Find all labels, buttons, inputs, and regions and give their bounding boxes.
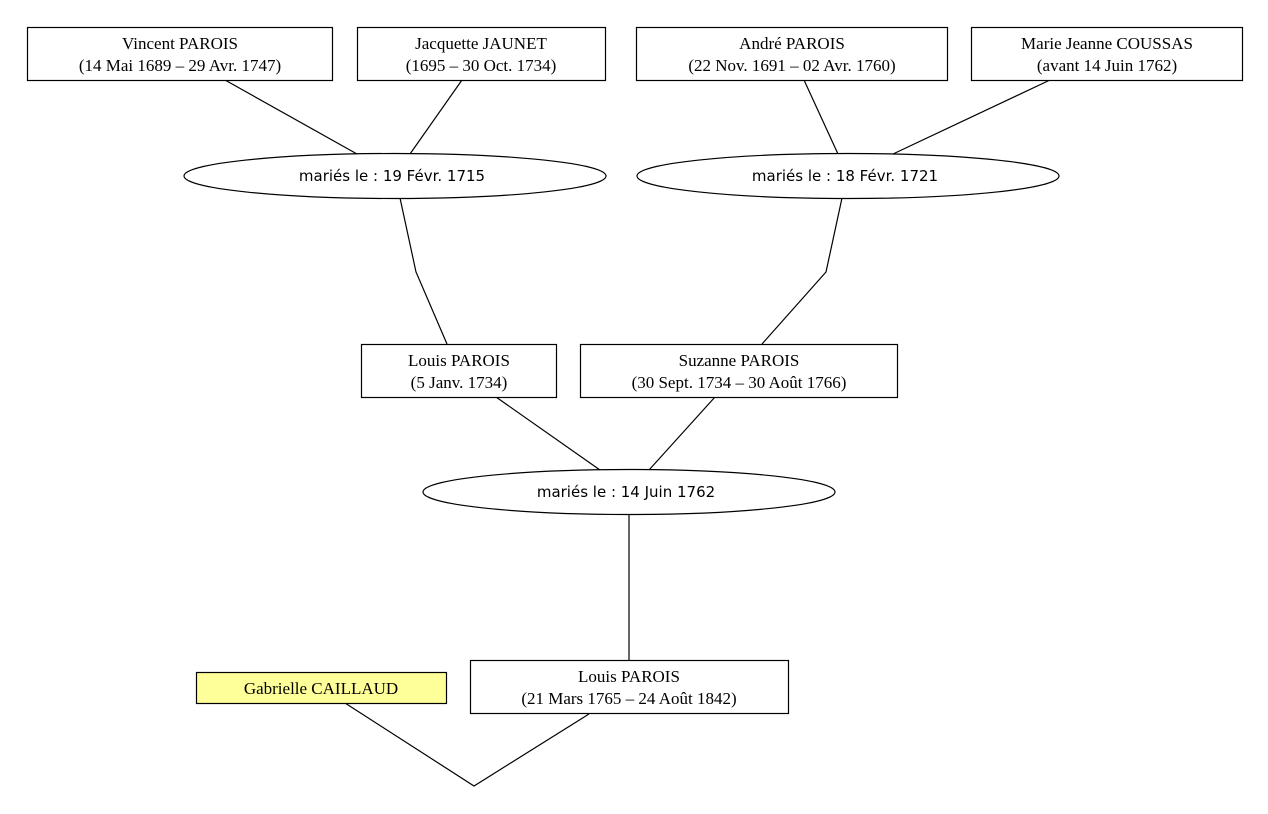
person-dates: (5 Janv. 1734) <box>411 373 508 392</box>
person-gabrielle-caillaud[interactable]: Gabrielle CAILLAUD <box>195 671 448 705</box>
edge-jacquette-m1715 <box>409 79 463 155</box>
marriage-1721[interactable]: mariés le : 18 Févr. 1721 <box>636 152 1060 200</box>
edge-vincent-m1715 <box>224 79 358 155</box>
marriage-ellipse <box>183 152 607 200</box>
person-box <box>635 26 949 82</box>
person-vincent-parois[interactable]: Vincent PAROIS (14 Mai 1689 – 29 Avr. 17… <box>26 26 334 82</box>
marriage-label: mariés le : 18 Févr. 1721 <box>752 167 938 185</box>
person-marie-jeanne-coussas[interactable]: Marie Jeanne COUSSAS (avant 14 Juin 1762… <box>970 26 1244 82</box>
person-dates: (22 Nov. 1691 – 02 Avr. 1760) <box>688 56 895 75</box>
person-jacquette-jaunet[interactable]: Jacquette JAUNET (1695 – 30 Oct. 1734) <box>356 26 607 82</box>
marriage-ellipse <box>422 468 836 516</box>
marriage-label: mariés le : 14 Juin 1762 <box>537 483 715 501</box>
marriage-1715[interactable]: mariés le : 19 Févr. 1715 <box>183 152 607 200</box>
person-name: Suzanne PAROIS <box>679 351 800 370</box>
person-box <box>469 659 790 715</box>
person-louis-parois-1765[interactable]: Louis PAROIS (21 Mars 1765 – 24 Août 184… <box>469 659 790 715</box>
person-name: Jacquette JAUNET <box>415 34 547 53</box>
marriage-label: mariés le : 19 Févr. 1715 <box>299 167 485 185</box>
person-dates: (21 Mars 1765 – 24 Août 1842) <box>521 689 736 708</box>
person-box <box>360 343 558 399</box>
person-dates: (1695 – 30 Oct. 1734) <box>406 56 557 75</box>
person-name: Marie Jeanne COUSSAS <box>1021 34 1193 53</box>
tree-edges <box>224 79 1051 787</box>
person-name: Louis PAROIS <box>408 351 510 370</box>
edge-andre-m1721 <box>803 79 839 155</box>
edge-louis-1734-m1762 <box>495 396 601 471</box>
edge-m1721-suzanne <box>761 197 843 345</box>
person-name: Louis PAROIS <box>578 667 680 686</box>
person-box <box>579 343 899 399</box>
edge-suzanne-m1762 <box>648 396 716 471</box>
person-suzanne-parois[interactable]: Suzanne PAROIS (30 Sept. 1734 – 30 Août … <box>579 343 899 399</box>
person-dates: (14 Mai 1689 – 29 Avr. 1747) <box>79 56 281 75</box>
person-name: Vincent PAROIS <box>122 34 238 53</box>
edge-couple-louis-gabrielle <box>344 702 590 787</box>
edge-m1715-louis-1734 <box>399 197 448 345</box>
person-box <box>26 26 334 82</box>
person-name: André PAROIS <box>739 34 845 53</box>
person-andre-parois[interactable]: André PAROIS (22 Nov. 1691 – 02 Avr. 176… <box>635 26 949 82</box>
person-box-highlighted <box>195 671 448 705</box>
person-dates: (30 Sept. 1734 – 30 Août 1766) <box>632 373 847 392</box>
marriage-ellipse <box>636 152 1060 200</box>
person-box <box>356 26 607 82</box>
person-box <box>970 26 1244 82</box>
person-dates: (avant 14 Juin 1762) <box>1037 56 1177 75</box>
edge-marie-jeanne-m1721 <box>892 79 1051 155</box>
marriage-1762[interactable]: mariés le : 14 Juin 1762 <box>422 468 836 516</box>
person-louis-parois-1734[interactable]: Louis PAROIS (5 Janv. 1734) <box>360 343 558 399</box>
person-name: Gabrielle CAILLAUD <box>244 679 398 698</box>
